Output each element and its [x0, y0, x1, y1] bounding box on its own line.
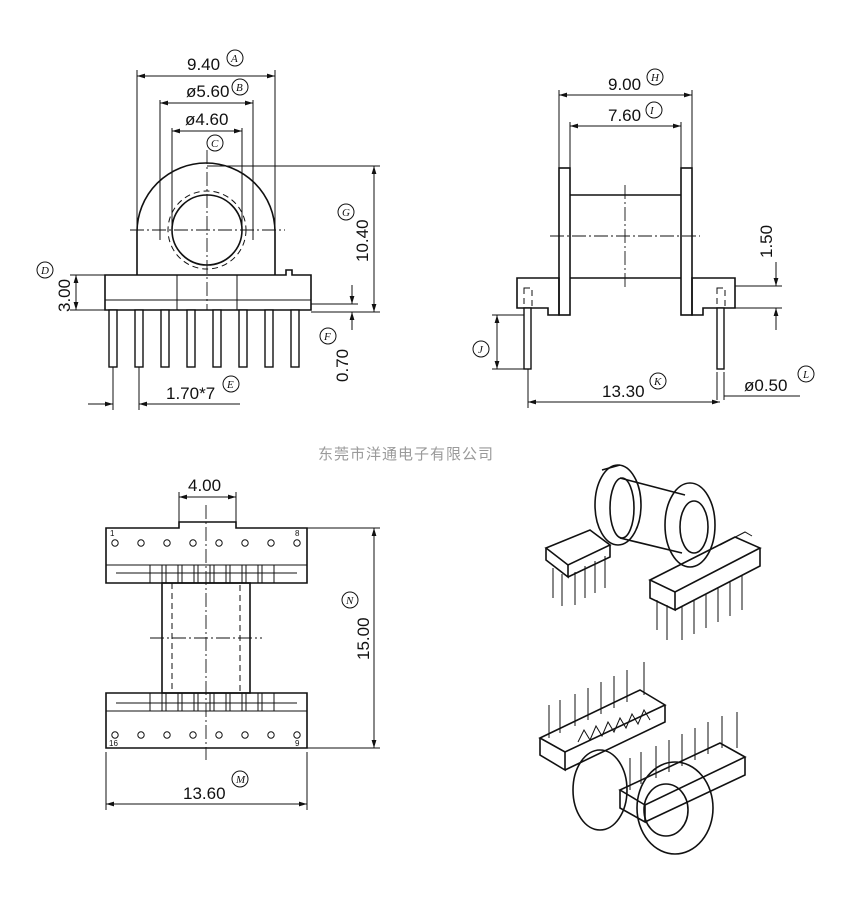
isometric-view-upper — [544, 464, 762, 640]
side-view: 9.00 H 7.60 I 1.50 J 13.30 K ø0.50 L — [472, 68, 815, 408]
isometric-view-lower — [538, 662, 747, 855]
top-base-upper — [105, 521, 308, 584]
dim-N-tag: N — [345, 595, 354, 607]
dim-L-tag: L — [802, 369, 809, 381]
dim-K-tag: K — [653, 376, 662, 388]
dim-I-tag: I — [649, 105, 655, 117]
side-right-pin — [716, 307, 725, 370]
front-base — [104, 269, 312, 311]
top-base-lower — [105, 692, 308, 749]
dim-B-value: ø5.60 — [186, 82, 229, 101]
dim-F-value: 0.70 — [333, 349, 352, 382]
dim-G-tag: G — [342, 207, 350, 219]
dim-E-tag: E — [226, 379, 234, 391]
dim-A-value: 9.40 — [187, 55, 220, 74]
dim-flange-value: 1.50 — [757, 225, 776, 258]
dim-H-tag: H — [650, 72, 660, 84]
top-pin-holes — [111, 539, 301, 739]
company-watermark: 东莞市洋通电子有限公司 — [318, 445, 494, 463]
dim-A-tag: A — [230, 53, 238, 65]
dim-H-value: 9.00 — [608, 75, 641, 94]
dim-G-value: 10.40 — [353, 219, 372, 262]
dim-D-value: 3.00 — [55, 279, 74, 312]
dim-M-value: 13.60 — [183, 784, 226, 803]
pin-label-8: 8 — [295, 529, 300, 538]
side-right-base — [691, 277, 736, 316]
dim-M-tag: M — [235, 774, 246, 786]
dim-L-value: ø0.50 — [744, 376, 787, 395]
dim-J-tag: J — [478, 344, 484, 356]
pin-label-9: 9 — [295, 739, 300, 748]
dim-top-value: 4.00 — [188, 476, 221, 495]
top-view: 1 8 9 16 4.00 15.00 N 13.60 M — [105, 476, 380, 810]
dim-F-tag: F — [323, 331, 331, 343]
dim-D-tag: D — [40, 265, 49, 277]
dim-I-value: 7.60 — [608, 106, 641, 125]
dim-C-tag: C — [211, 138, 219, 150]
pin-label-16: 16 — [109, 739, 118, 748]
front-view: 9.40 A ø5.60 B ø4.60 C 10.40 G 3.00 D — [36, 49, 380, 410]
dim-E-value: 1.70*7 — [166, 384, 215, 403]
dim-N-value: 15.00 — [354, 617, 373, 660]
pin-label-1: 1 — [110, 529, 115, 538]
dim-C-value: ø4.60 — [185, 110, 228, 129]
front-pins — [108, 309, 300, 368]
side-left-base — [516, 277, 560, 316]
front-body-outline — [136, 162, 276, 275]
dim-K-value: 13.30 — [602, 382, 645, 401]
dim-B-tag: B — [236, 82, 243, 94]
side-left-pin — [523, 307, 532, 370]
